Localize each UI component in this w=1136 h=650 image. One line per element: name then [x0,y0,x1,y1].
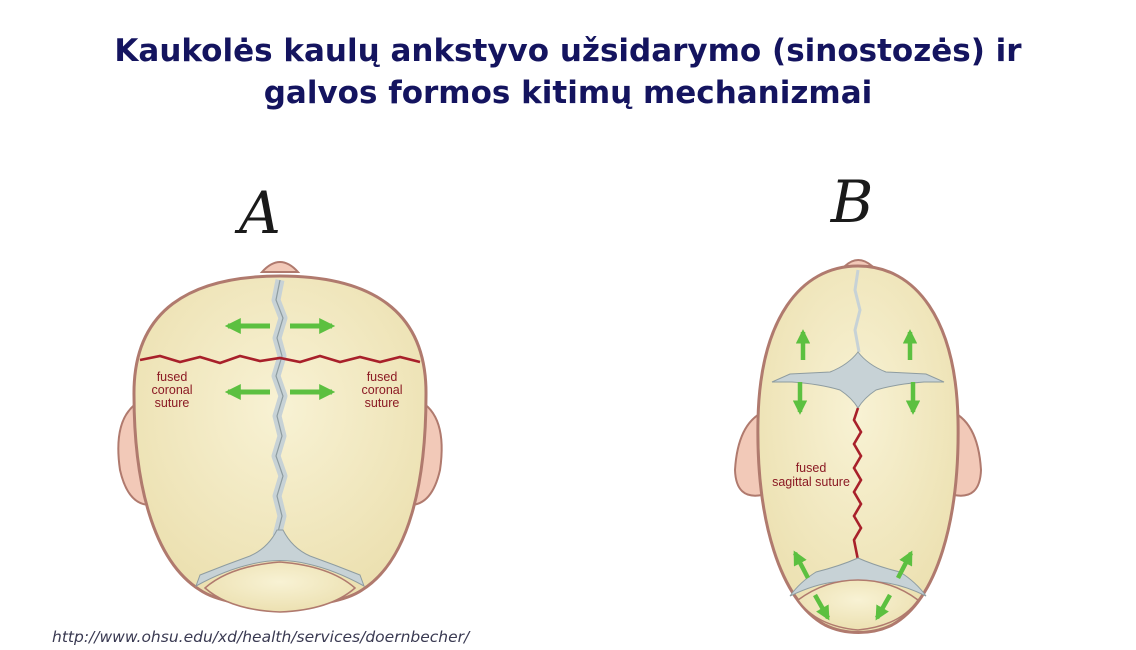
source-url: http://www.ohsu.edu/xd/health/services/d… [52,628,470,646]
panel-a-letter: A [234,179,281,247]
panel-a-left-label-3: suture [155,396,190,410]
panel-b-metopic-suture [853,269,862,353]
title-line-1: Kaukolės kaulų ankstyvo užsidarymo (sino… [114,33,1022,69]
panel-a-fused-coronal-suture [139,354,421,365]
panel-b-label-1: fused [796,461,827,475]
panel-b-label-2: sagittal suture [772,475,850,489]
panel-b: B fused sagittal suture [733,168,983,634]
panel-a-right-label-2: coronal [362,383,403,397]
panel-b-fused-sagittal-suture [852,407,863,561]
panel-a-right-label-1: fused [367,370,398,384]
panel-a: A fused coronal suture fused coronal sut… [117,179,443,613]
panel-a-right-label-3: suture [365,396,400,410]
panel-a-left-label-2: coronal [152,383,193,397]
panel-b-letter: B [830,168,874,236]
panel-b-arrow-bottom-left-down [813,593,830,621]
panel-b-arrow-bottom-right-up [896,550,913,580]
panel-a-left-label-1: fused [157,370,188,384]
panel-a-occipital-bone [203,561,357,613]
page-title: Kaukolės kaulų ankstyvo užsidarymo (sino… [0,30,1136,114]
title-line-2: galvos formos kitimų mechanizmai [263,75,873,111]
panel-a-posterior-fontanelle [195,529,365,588]
panel-b-arrow-bottom-left-up [793,550,810,580]
panel-a-nose [259,261,301,273]
panel-b-arrow-bottom-right-down [875,593,892,621]
